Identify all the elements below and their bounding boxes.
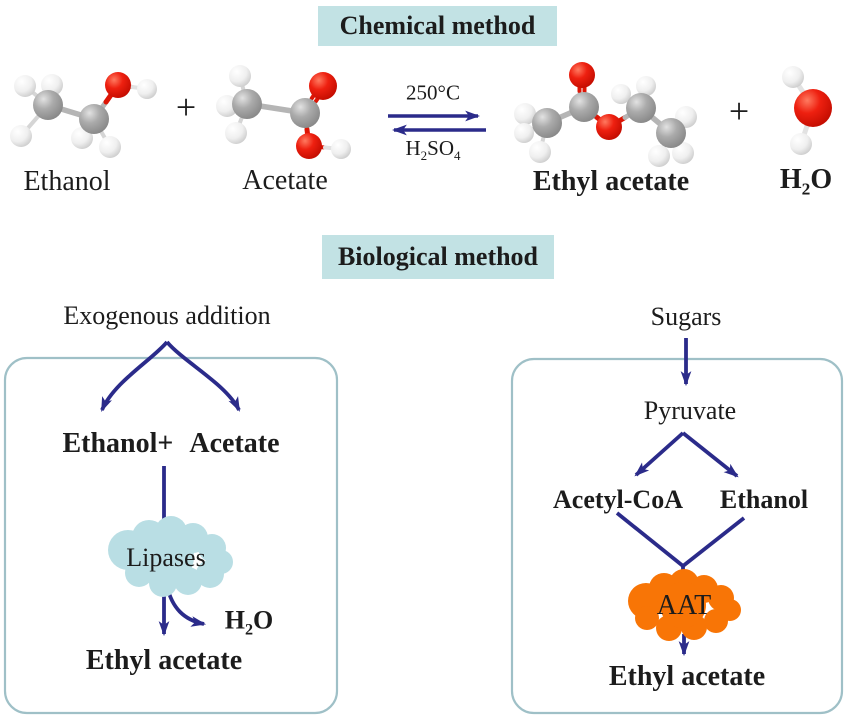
carbon-atom (626, 93, 656, 123)
water-molecule (782, 66, 832, 155)
oxygen-atom (794, 89, 832, 127)
biological-method-header: Biological method (322, 235, 554, 279)
hydrogen-atom (648, 145, 670, 167)
oxygen-atom (596, 114, 622, 140)
hydrogen-atom (137, 79, 157, 99)
hydrogen-atom (529, 141, 551, 163)
hydrogen-atom (790, 133, 812, 155)
aat-cloud (628, 569, 741, 641)
oxygen-atom (296, 133, 322, 159)
ethanol-precursor-label: Ethanol (719, 485, 809, 514)
hydrogen-atom (611, 84, 631, 104)
fork-arrow-to-acetate (165, 340, 241, 412)
water-symbol: O (810, 164, 833, 196)
oxygen-atom (309, 72, 337, 100)
pyruvate-to-ethanol-arrow (681, 431, 739, 478)
ethyl-acetate-molecule (514, 62, 697, 167)
carbon-atom (656, 118, 686, 148)
water-subscript: 2 (244, 621, 254, 639)
ethyl-acetate-label: Ethyl acetate (532, 166, 690, 197)
exogenous-panel-border (3, 356, 339, 715)
ethyl-acetate-product-label-left: Ethyl acetate (85, 645, 243, 676)
plus-sign-products: + (728, 91, 750, 131)
hydrogen-atom (14, 75, 36, 97)
temperature-label: 250°C (406, 80, 460, 105)
water-symbol: H (224, 605, 245, 635)
hydrogen-atom (331, 139, 351, 159)
catalyst-label: H2SO4 (405, 135, 461, 164)
hydrogen-atom (99, 136, 121, 158)
chemical-method-header: Chemical method (318, 6, 557, 46)
catalyst-subscript: 2 (420, 148, 428, 164)
acetate-label: Acetate (242, 165, 328, 196)
water-symbol: H (779, 164, 802, 196)
acetate-molecule (216, 65, 351, 159)
sugars-label: Sugars (650, 302, 722, 331)
fermentation-panel-border (510, 357, 844, 715)
acetate-substrate-label: Acetate (189, 428, 280, 459)
fork-arrow-to-ethanol (100, 340, 169, 412)
carbon-atom (79, 104, 109, 134)
acetyl-coa-label: Acetyl-CoA (553, 485, 683, 514)
pyruvate-label: Pyruvate (643, 396, 737, 425)
water-label: H2O (780, 166, 832, 198)
ethanol-plus-label: Ethanol+ (62, 428, 174, 459)
hydrogen-atom (782, 66, 804, 88)
aat-enzyme-label: AAT (656, 590, 712, 621)
catalyst-symbol: SO (427, 135, 455, 160)
catalyst-subscript: 4 (454, 148, 461, 164)
carbon-atom (569, 92, 599, 122)
water-byproduct-label: H2O (225, 607, 274, 638)
water-subscript: 2 (801, 179, 811, 199)
oxygen-atom (569, 62, 595, 88)
ethyl-acetate-product-label-right: Ethyl acetate (608, 661, 766, 692)
carbon-atom (33, 90, 63, 120)
hydrogen-atom (10, 125, 32, 147)
plus-sign-reactants: + (175, 87, 197, 127)
acetylcoa-converge-line (615, 511, 685, 568)
hydrogen-atom (225, 122, 247, 144)
oxygen-atom (105, 72, 131, 98)
equilibrium-arrows (388, 110, 486, 136)
carbon-atom (532, 108, 562, 138)
carbon-atom (290, 98, 320, 128)
ethanol-molecule (10, 72, 157, 158)
catalyst-symbol: H (405, 135, 421, 160)
ethanol-converge-line (681, 516, 746, 568)
pyruvate-to-acetylcoa-arrow (634, 431, 685, 477)
exogenous-addition-label: Exogenous addition (63, 301, 271, 330)
water-symbol: O (253, 605, 274, 635)
hydrogen-atom (672, 142, 694, 164)
carbon-atom (232, 89, 262, 119)
lipases-cloud (108, 516, 233, 597)
lipases-enzyme-label: Lipases (126, 543, 206, 572)
substrates-label: Ethanol+ Acetate (62, 430, 279, 458)
hydrogen-atom (514, 123, 534, 143)
hydrogen-atom (229, 65, 251, 87)
ethanol-label: Ethanol (23, 166, 111, 197)
hydrogen-atom (514, 103, 536, 125)
hydrogen-atom (636, 76, 656, 96)
